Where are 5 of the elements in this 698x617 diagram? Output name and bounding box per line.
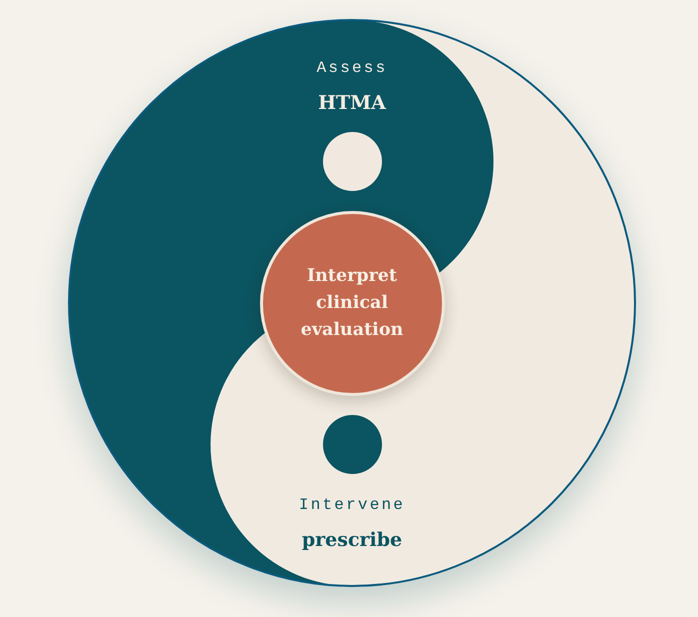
stage-label: Assess: [316, 58, 388, 78]
stage-label: Intervene: [298, 495, 406, 515]
center-label: Interpret clinical evaluation: [300, 264, 404, 342]
stage-title: prescribe: [302, 528, 402, 553]
stage-title: HTMA: [318, 91, 386, 116]
